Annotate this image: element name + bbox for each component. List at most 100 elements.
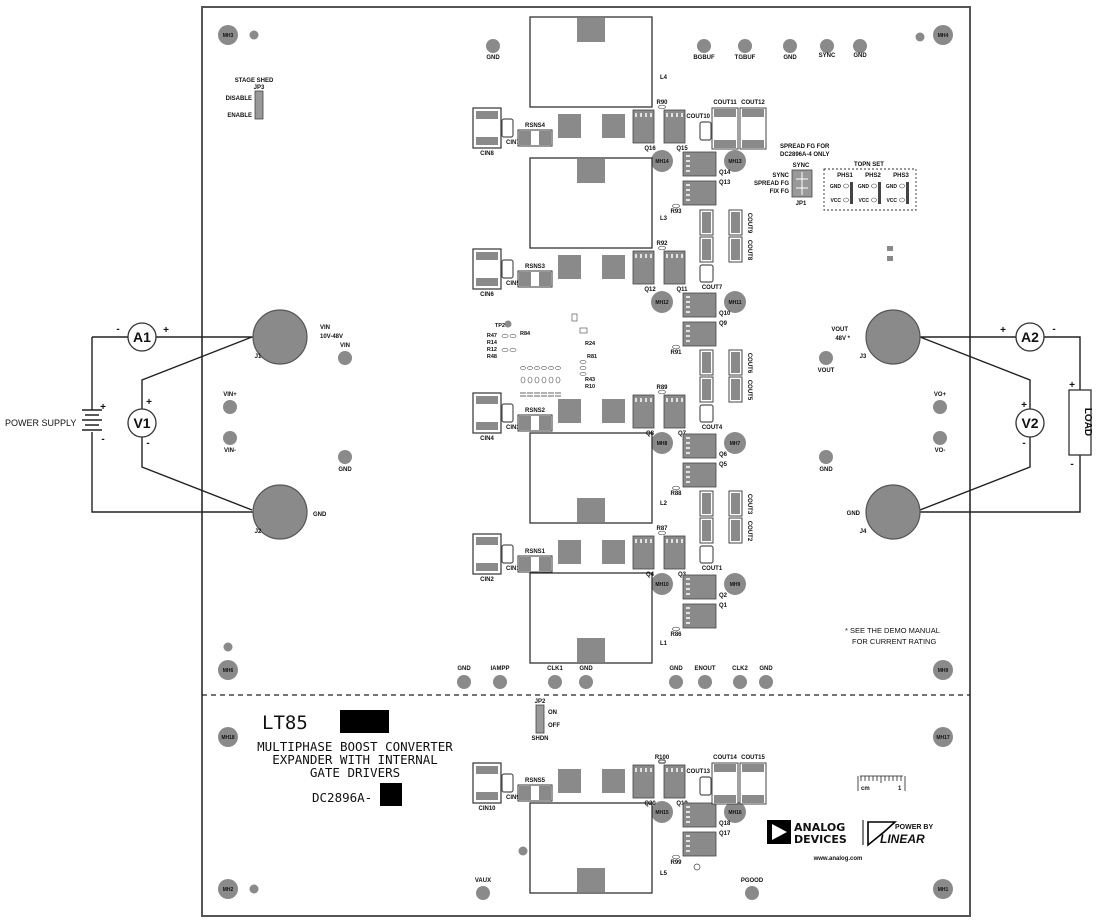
jumper-jp2[interactable]: JP2 ON OFF SHDN	[531, 699, 560, 742]
mounting-hole: MH8	[651, 432, 673, 454]
mounting-hole: MH7	[724, 432, 746, 454]
test-point[interactable]: GND	[819, 450, 833, 473]
capacitor-pad	[476, 563, 498, 571]
test-point[interactable]: SYNC	[819, 39, 836, 59]
jumper-jp3[interactable]: STAGE SHED JP3 DISABLE ENABLE	[226, 78, 274, 120]
mosfet-label: Q9	[719, 321, 728, 327]
input-capacitor-label: CIN4	[480, 436, 494, 442]
voltmeter-v1: V1 + -	[127, 397, 157, 449]
mounting-hole: MH1	[933, 879, 953, 899]
inductor-land	[558, 114, 581, 138]
test-point[interactable]: CLK2	[732, 666, 748, 689]
mounting-hole: MH9	[933, 660, 953, 680]
ruler-mark: 1	[898, 786, 902, 792]
mosfet-pins	[686, 607, 690, 624]
mounting-hole-pad	[724, 291, 746, 313]
resistor	[548, 366, 554, 370]
test-point-pad	[476, 886, 490, 900]
mosfet-pins	[686, 806, 690, 823]
test-point[interactable]: ENOUT	[695, 666, 716, 689]
test-point[interactable]: VIN	[338, 343, 352, 365]
test-point-label: GND	[759, 666, 773, 672]
input-capacitor-label: CIN8	[480, 151, 494, 157]
website-link[interactable]: www.analog.com	[813, 856, 863, 862]
mounting-hole-pad	[651, 291, 673, 313]
output-capacitor-label: COUT4	[702, 425, 723, 431]
mosfet-label: Q3	[678, 572, 687, 578]
test-point[interactable]: GND	[853, 39, 867, 59]
sense-resistor-label: RSNS3	[525, 264, 546, 270]
test-point[interactable]: VAUX	[475, 878, 491, 900]
jp2-label: SHDN	[531, 736, 548, 742]
component-label: R47	[487, 333, 497, 339]
output-capacitor-label: COUT9	[746, 213, 752, 234]
capacitor-pad	[702, 493, 711, 514]
mosfet-pins	[686, 155, 690, 172]
sense-resistor-label: RSNS1	[525, 549, 546, 555]
title-line-2: EXPANDER WITH INTERNAL	[272, 752, 438, 767]
mosfet-pins	[635, 254, 652, 258]
input-capacitor-small-label: CIN5	[506, 281, 520, 287]
component-label: R14	[487, 340, 498, 346]
test-point[interactable]: IAMPP	[490, 666, 510, 689]
test-point[interactable]: VOUT	[818, 351, 835, 374]
test-point[interactable]: TGBUF	[735, 39, 756, 61]
test-point[interactable]: GND	[338, 450, 352, 473]
sense-resistor-pad	[519, 416, 531, 430]
resistor	[658, 530, 666, 536]
test-point[interactable]: GND	[579, 666, 593, 689]
jumper-jp1[interactable]: SPREAD FG FOR DC2896A-4 ONLY SYNC SYNC S…	[754, 144, 830, 207]
capacitor-pad	[702, 520, 711, 541]
inductor-pad	[577, 868, 605, 892]
test-point[interactable]: VIN-	[223, 431, 237, 454]
capacitor-pad	[731, 493, 740, 514]
test-point[interactable]: VO-	[933, 431, 947, 454]
tooling-hole	[223, 642, 233, 652]
output-capacitor-label: COUT12	[741, 100, 765, 106]
mosfet-pins	[686, 296, 690, 313]
test-point-pad	[733, 675, 747, 689]
resistor	[871, 183, 877, 189]
test-point[interactable]: PGOOD	[741, 878, 764, 900]
test-point-label: VIN+	[223, 392, 237, 398]
test-point[interactable]: GND	[486, 39, 500, 61]
mosfet-label: Q11	[676, 287, 688, 293]
inductor-pad	[577, 638, 605, 662]
mounting-hole-label: MH10	[655, 582, 669, 588]
test-point[interactable]: CLK1	[547, 666, 563, 689]
output-capacitor	[699, 776, 712, 796]
test-point-label: GND	[853, 53, 867, 59]
ruler-unit: cm	[861, 786, 870, 792]
capacitor-pad	[714, 109, 736, 117]
terminal-ref: J4	[860, 529, 867, 535]
resistor	[509, 347, 517, 353]
topn-phase-label: PHS1	[837, 173, 853, 179]
test-point-label: BGBUF	[693, 55, 715, 61]
resistor	[658, 758, 666, 764]
load-label: LOAD	[1082, 408, 1093, 436]
sense-resistor-label: RSNS2	[525, 408, 546, 414]
input-capacitor-small-label: CIN9	[506, 795, 520, 801]
jp3-title: STAGE SHED	[235, 78, 274, 84]
test-point[interactable]: GND	[759, 666, 773, 689]
test-point[interactable]: GND	[783, 39, 797, 61]
mounting-hole-pad	[651, 150, 673, 172]
test-point[interactable]: BGBUF	[693, 39, 715, 61]
test-point[interactable]: GND	[669, 666, 683, 689]
load-resistor: LOAD + -	[1068, 380, 1093, 470]
unpopulated-pad	[887, 246, 893, 251]
jp2-option-on: ON	[548, 710, 557, 716]
mounting-hole-label: MH15	[655, 810, 669, 816]
test-point[interactable]: VIN+	[223, 392, 237, 414]
terminal-pad	[252, 309, 308, 365]
mounting-hole: MH16	[724, 801, 746, 823]
test-point[interactable]: GND	[457, 666, 471, 689]
mosfet-label: Q16	[644, 146, 656, 152]
test-point[interactable]: VO+	[933, 392, 947, 414]
inductor-land	[558, 769, 581, 793]
resistor	[509, 333, 517, 339]
topn-option-gnd: GND	[858, 184, 870, 190]
